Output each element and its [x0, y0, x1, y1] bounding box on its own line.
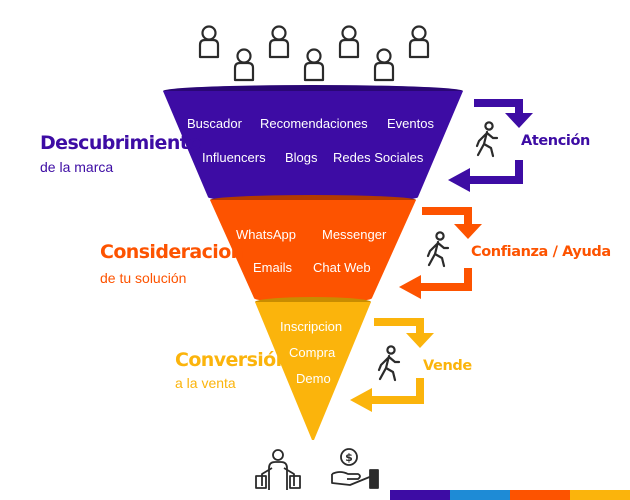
- channel-label: WhatsApp: [236, 227, 296, 242]
- channel-label: Emails: [253, 260, 293, 275]
- svg-text:$: $: [345, 451, 353, 464]
- arrow-head: [399, 275, 421, 299]
- person-icon: [268, 25, 290, 59]
- loop-arrow-trust: [421, 207, 472, 291]
- arrow-head: [454, 224, 482, 239]
- channel-label: Buscador: [187, 116, 242, 131]
- channel-label: Messenger: [322, 227, 387, 242]
- walking-person-icon: [475, 121, 499, 158]
- stage-subtitle-consideration: de tu solución: [100, 270, 187, 286]
- channel-label: Compra: [289, 345, 336, 360]
- loop-arrow-sell: [372, 318, 424, 404]
- color-strip: [390, 490, 630, 500]
- people-icon-group: [198, 25, 430, 82]
- stage-title-conversion: Conversión: [175, 349, 289, 371]
- step-label-sell: Vende: [423, 358, 472, 374]
- person-icon: [338, 25, 360, 59]
- arrow-head: [406, 333, 434, 348]
- person-icon: [233, 48, 255, 82]
- arrow-head: [350, 388, 372, 412]
- channel-label: Recomendaciones: [260, 116, 368, 131]
- stage-subtitle-discovery: de la marca: [40, 159, 114, 175]
- walking-person-icon: [377, 345, 401, 382]
- money-hand-icon: $: [331, 448, 379, 489]
- arrow-head: [448, 168, 470, 192]
- funnel-band-conversion: [255, 297, 371, 440]
- person-icon: [303, 48, 325, 82]
- step-label-trust: Confianza / Ayuda: [471, 244, 611, 260]
- loop-arrow-attention: [470, 99, 523, 184]
- stage-title-discovery: Descubrimiento: [40, 132, 201, 154]
- channel-label: Inscripcion: [280, 319, 343, 334]
- channel-label: Chat Web: [313, 260, 371, 275]
- channel-label: Influencers: [202, 150, 266, 165]
- walking-person-icon: [426, 231, 450, 268]
- channel-label: Blogs: [285, 150, 318, 165]
- funnel-band-discovery: [163, 85, 463, 203]
- person-icon: [198, 25, 220, 59]
- person-icon: [408, 25, 430, 59]
- stage-title-consideration: Consideracion: [100, 241, 244, 263]
- channel-label: Demo: [296, 371, 331, 386]
- stage-subtitle-conversion: a la venta: [175, 375, 236, 391]
- shopper-icon: [255, 449, 301, 490]
- channel-label: Eventos: [387, 116, 434, 131]
- step-label-attention: Atención: [521, 133, 590, 149]
- person-icon: [373, 48, 395, 82]
- arrow-head: [505, 113, 533, 128]
- channel-label: Redes Sociales: [333, 150, 424, 165]
